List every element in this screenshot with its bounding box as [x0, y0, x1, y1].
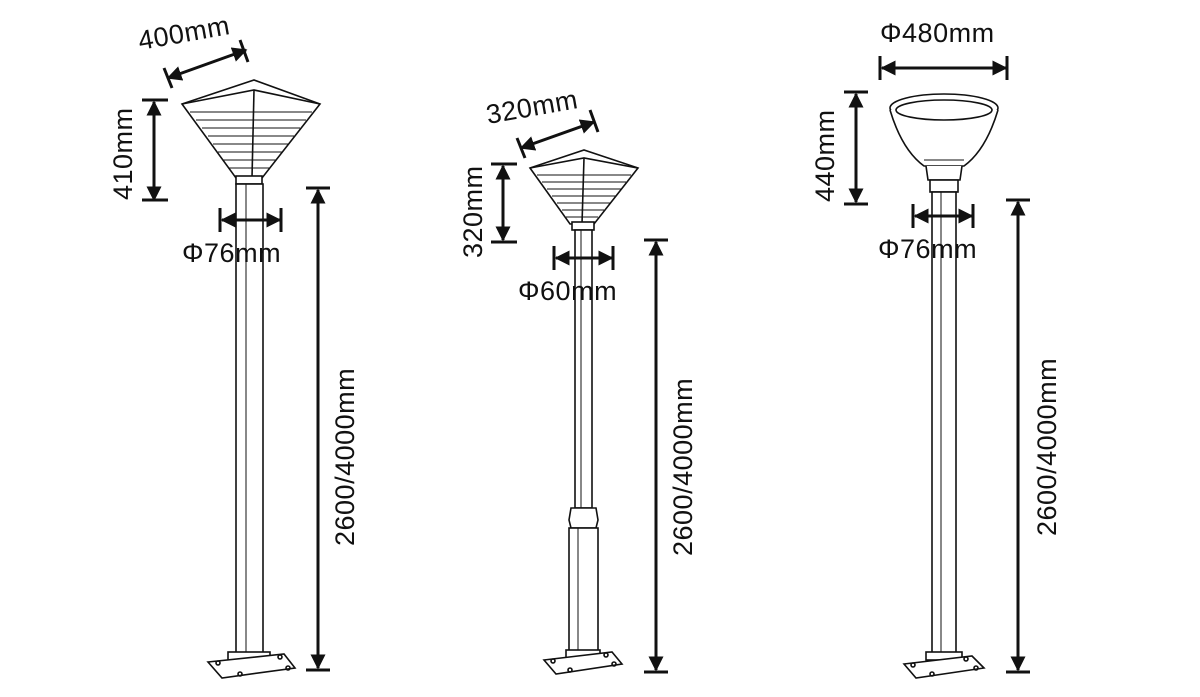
lamp-3-head-height-label: 440mm	[810, 109, 840, 202]
lamp-1-head-height-label: 410mm	[108, 107, 138, 200]
lamp-2-head	[528, 149, 640, 231]
lamp-3-pole	[925, 191, 963, 661]
lamp-3-diameter-label: Φ76mm	[878, 234, 977, 264]
lamp-2-diameter-label: Φ60mm	[518, 276, 617, 306]
lamp-2-width-label: 320mm	[484, 84, 580, 130]
lamp-1-pole-height-label: 2600/4000mm	[330, 368, 360, 546]
lamp-3-head	[889, 93, 999, 193]
lamp-2-pole-height-label: 2600/4000mm	[668, 378, 698, 556]
lamp-2-base-plate	[542, 651, 624, 675]
lamp-1-width-arrow	[166, 47, 248, 81]
lamp-1-base-plate	[206, 653, 297, 679]
lamp-1-width-label: 400mm	[136, 10, 232, 56]
lamp-1	[142, 39, 330, 679]
lamp-1-pole	[227, 183, 271, 661]
lamp-1-diameter-label: Φ76mm	[182, 238, 281, 268]
lamp-3-base-plate	[902, 655, 986, 679]
lamp-3-pole-height-label: 2600/4000mm	[1032, 358, 1062, 536]
lamp-1-head	[180, 79, 322, 185]
lamp-3-width-label: Φ480mm	[880, 18, 995, 48]
lamp-2-head-height-label: 320mm	[458, 165, 488, 258]
lamp-2-pole	[565, 229, 601, 659]
lamp-3	[844, 56, 1030, 679]
lamp-2-width-arrow	[519, 119, 596, 151]
lamp-2	[491, 109, 668, 675]
